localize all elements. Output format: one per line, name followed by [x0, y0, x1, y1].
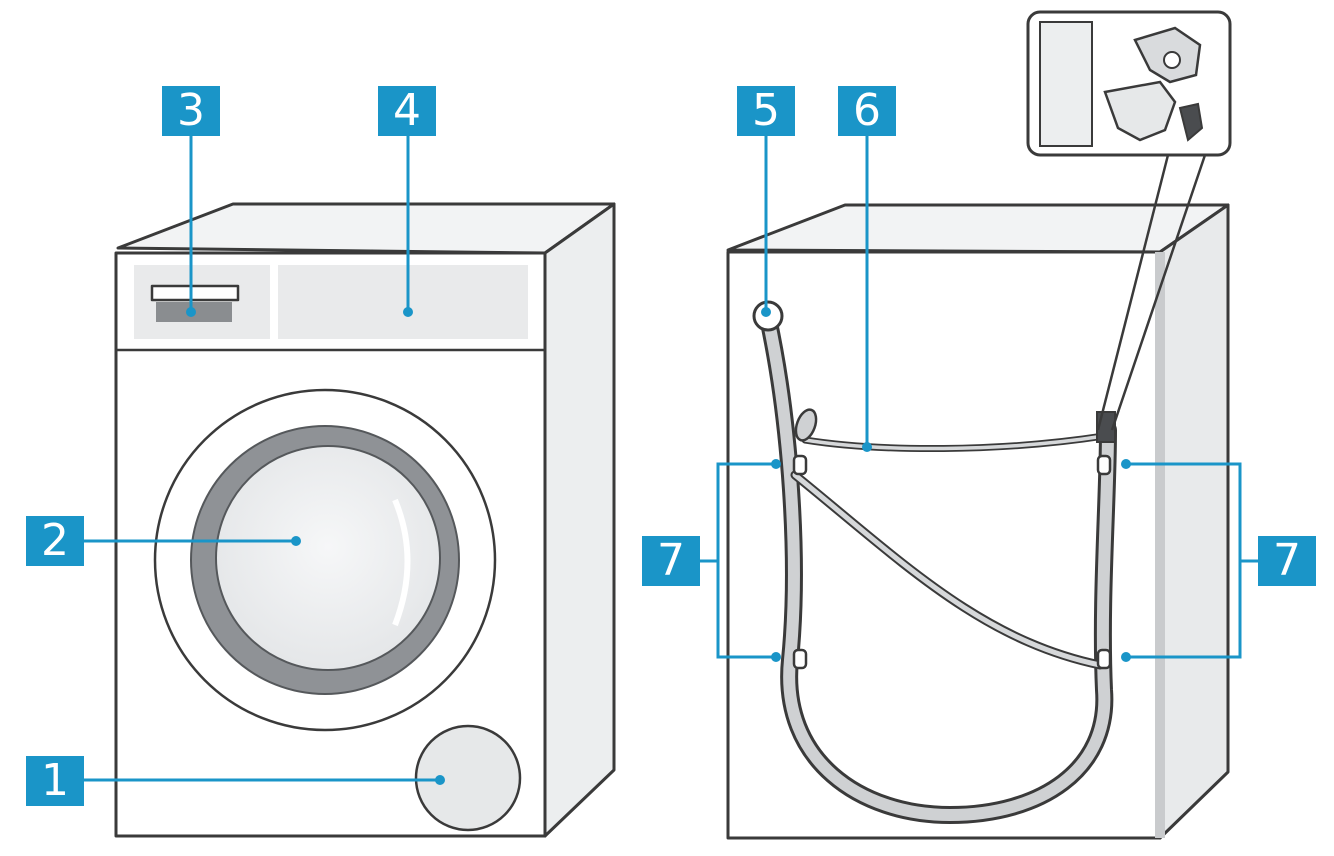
- leader-dot-7b: [771, 652, 781, 662]
- callout-4-label: 4: [393, 85, 421, 136]
- leader-dot-1: [435, 775, 445, 785]
- hose-holders: [792, 454, 1112, 670]
- power-cable: [803, 434, 1106, 451]
- leader-dot-7c: [1121, 459, 1131, 469]
- inset-wall: [1039, 21, 1093, 147]
- callout-1-label: 1: [41, 755, 69, 806]
- inset-screw: [1163, 51, 1181, 69]
- callout-7-right-label: 7: [1273, 535, 1301, 586]
- callout-6: 6: [838, 86, 896, 136]
- callout-2-label: 2: [41, 515, 69, 566]
- front-washer-side: [543, 202, 616, 838]
- inlet-hose-diagonal: [792, 472, 1103, 668]
- callout-6-label: 6: [853, 85, 881, 136]
- pump-flap: [414, 724, 522, 832]
- drain-hose: [762, 312, 1114, 822]
- control-panel-area: [278, 265, 528, 339]
- dispenser-drawer-handle: [150, 284, 240, 302]
- callout-4: 4: [378, 86, 436, 136]
- inset-detail: [1026, 10, 1232, 431]
- leader-dot-7d: [1121, 652, 1131, 662]
- leader-dot-5: [761, 307, 771, 317]
- callout-2: 2: [26, 516, 84, 566]
- inset-bracket-bottom: [1103, 80, 1177, 142]
- leader-dots: [186, 307, 1131, 785]
- inset-plug: [1178, 102, 1204, 142]
- leader-dot-7a: [771, 459, 781, 469]
- leader-dot-6: [862, 442, 872, 452]
- hose-holder: [1096, 648, 1112, 670]
- cable-strain-relief: [794, 408, 818, 442]
- door-glass: [215, 445, 441, 671]
- front-washer: [114, 202, 616, 838]
- callout-7-left-label: 7: [657, 535, 685, 586]
- inset-pointer-left: [1096, 154, 1170, 431]
- callout-1: 1: [26, 756, 84, 806]
- leader-dot-3: [186, 307, 196, 317]
- inset-pointer-right: [1110, 154, 1207, 431]
- callout-3-label: 3: [177, 85, 205, 136]
- leader-dot-4: [403, 307, 413, 317]
- callout-7-left: 7: [642, 536, 700, 586]
- callout-5-label: 5: [752, 85, 780, 136]
- callout-3: 3: [162, 86, 220, 136]
- hose-holder: [1096, 454, 1112, 476]
- leader-dot-2: [291, 536, 301, 546]
- callout-7-right: 7: [1258, 536, 1316, 586]
- hose-holder: [792, 454, 808, 476]
- rear-washer-side: [1158, 203, 1230, 840]
- hose-holder: [792, 648, 808, 670]
- hoses: [759, 309, 1117, 825]
- leader-lines: [84, 133, 1258, 782]
- glass-reflection: [392, 498, 411, 627]
- callout-5: 5: [737, 86, 795, 136]
